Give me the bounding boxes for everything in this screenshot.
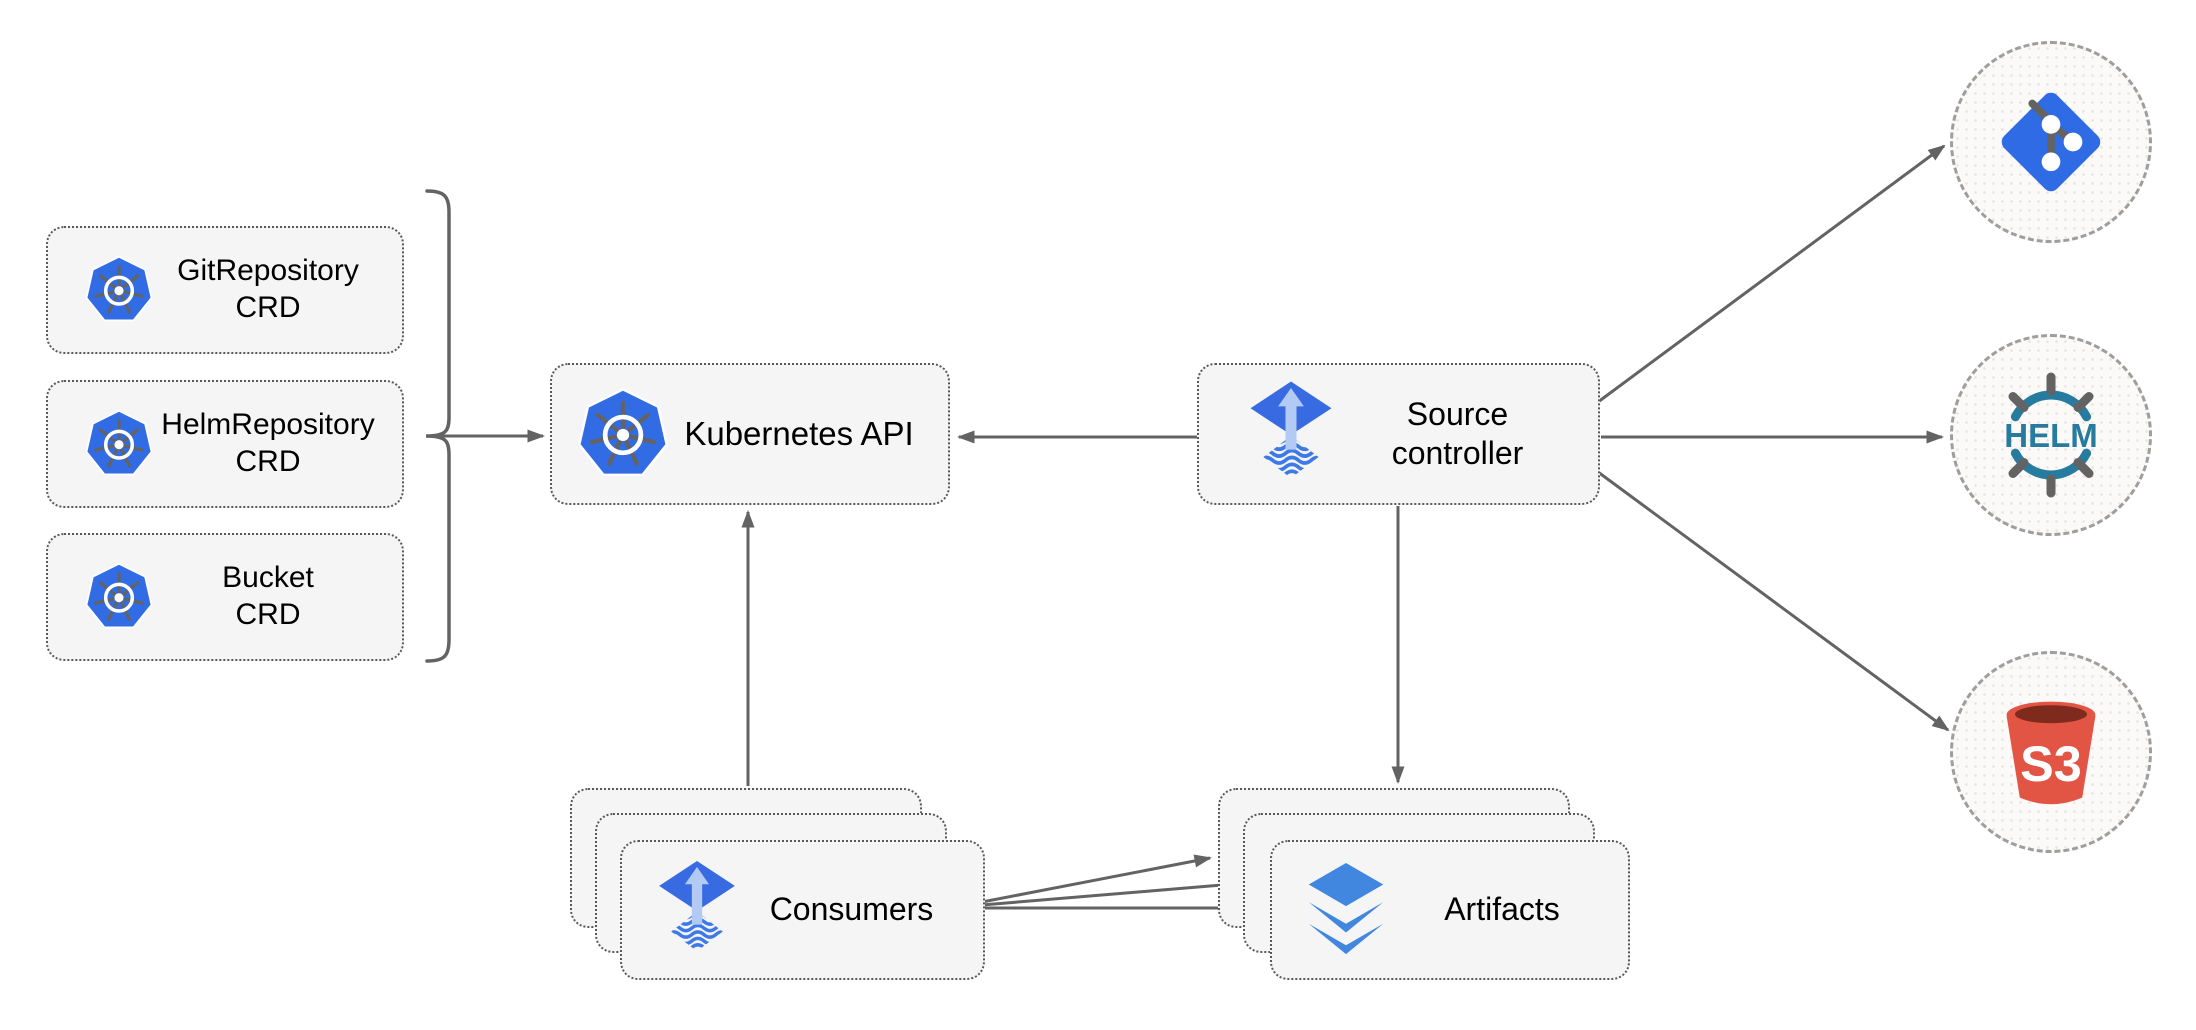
edge-consumers-to-artifacts-1 bbox=[981, 854, 1212, 904]
helm-wordmark: HELM bbox=[2004, 417, 2098, 454]
flux-icon bbox=[1245, 378, 1337, 490]
node-label: Bucket CRD bbox=[222, 561, 314, 631]
flux-icon bbox=[654, 857, 740, 963]
node-label: Kubernetes API bbox=[684, 414, 914, 452]
node-artifacts: Artifacts bbox=[1270, 840, 1630, 980]
node-consumers: Consumers bbox=[620, 840, 985, 980]
external-helm-repository: HELM bbox=[1950, 334, 2152, 536]
kubernetes-icon bbox=[84, 255, 154, 325]
s3-bucket-icon: S3 bbox=[2006, 701, 2096, 805]
node-helmrepository-crd: HelmRepository CRD bbox=[46, 380, 404, 508]
helm-icon: HELM bbox=[2004, 372, 2098, 498]
node-bucket-crd: Bucket CRD bbox=[46, 533, 404, 661]
kubernetes-icon bbox=[84, 409, 154, 479]
node-gitrepository-crd: GitRepository CRD bbox=[46, 226, 404, 354]
edge-consumers-to-artifacts-2 bbox=[981, 878, 1236, 907]
node-label: Source controller bbox=[1391, 395, 1524, 471]
git-icon bbox=[2001, 92, 2101, 192]
s3-wordmark: S3 bbox=[2020, 735, 2082, 792]
kubernetes-icon bbox=[84, 562, 154, 632]
crd-group-bracket bbox=[425, 189, 451, 663]
external-s3-bucket: S3 bbox=[1950, 651, 2152, 853]
kubernetes-icon bbox=[576, 387, 670, 481]
layers-icon bbox=[1296, 861, 1396, 959]
node-label: GitRepository CRD bbox=[177, 254, 359, 324]
external-git-repository bbox=[1950, 41, 2152, 243]
node-label: Consumers bbox=[769, 891, 934, 928]
node-kubernetes-api: Kubernetes API bbox=[550, 363, 950, 505]
node-source-controller: Source controller bbox=[1197, 363, 1600, 505]
node-label: HelmRepository CRD bbox=[161, 408, 375, 478]
node-label: Artifacts bbox=[1444, 891, 1560, 928]
edge-source-to-git bbox=[1597, 144, 1946, 404]
edge-source-to-s3 bbox=[1597, 470, 1950, 732]
